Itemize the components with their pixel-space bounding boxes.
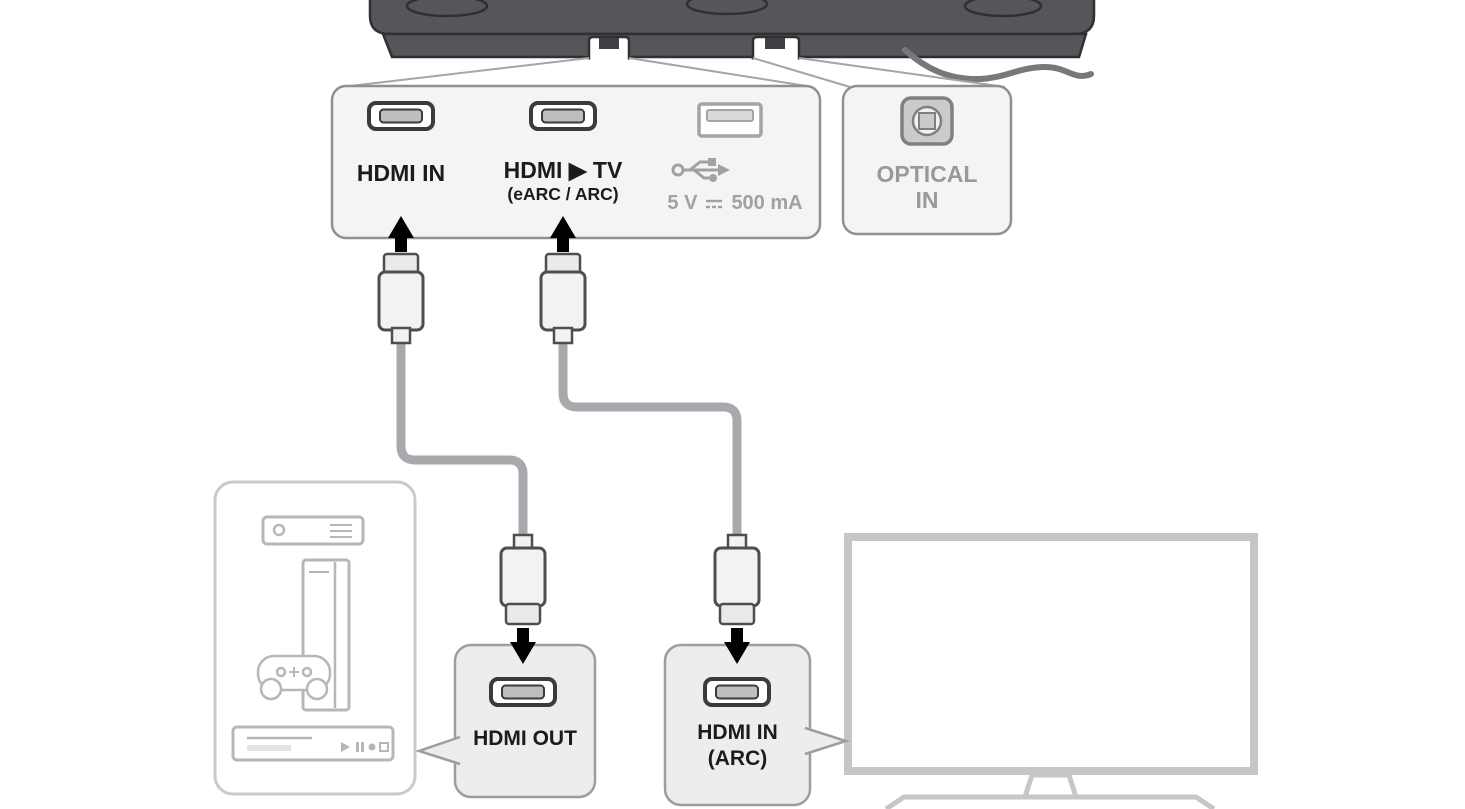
disc-player-icon (231, 725, 395, 762)
usb-port-icon (697, 102, 763, 138)
arrow-down-icon (724, 628, 750, 664)
hdmi-out-label: HDMI OUT (473, 727, 577, 750)
optical-panel (841, 84, 1013, 236)
arrow-up-icon (388, 216, 414, 252)
hdmi-in-arc-port-icon (703, 677, 771, 707)
hdmi-tv-port-label: HDMI ▶ TV (503, 157, 623, 183)
usb-voltage-text: 5 V (667, 192, 698, 214)
hdmi-tv-port-icon (529, 101, 597, 131)
hdmi-in-port-label: HDMI IN (356, 160, 446, 186)
optical-in-label-line2: IN (915, 187, 939, 213)
callout-leader-lines (340, 57, 1006, 88)
game-controller-icon (256, 654, 332, 701)
hdmi-out-port-icon (489, 677, 557, 707)
dc-direct-current-icon (706, 199, 723, 208)
usb-power-label: 5 V 500 mA (640, 192, 830, 215)
power-cord (902, 47, 1094, 83)
hdmi-tv-earc-sublabel: (eARC / ARC) (507, 184, 619, 204)
soundbar-foot-left (405, 0, 489, 18)
soundbar-bottom-view (368, 0, 1096, 60)
soundbar-foot-right (963, 0, 1043, 18)
hdmi-cable-left (396, 336, 528, 540)
hdmi-in-port-icon (367, 101, 435, 131)
soundbar-recess-hdmi-plug (599, 38, 619, 49)
hdmi-cable-right (558, 336, 742, 540)
hdmi-out-box (453, 643, 597, 799)
usb-current-text: 500 mA (731, 192, 803, 214)
hdmi-in-arc-label-line1: HDMI IN (697, 721, 778, 744)
arrow-down-icon (510, 628, 536, 664)
optical-port-icon (900, 96, 954, 146)
optical-in-label-line1: OPTICAL (876, 161, 978, 187)
connection-arrows (388, 216, 750, 664)
tv-stand-base (884, 794, 1216, 809)
tv-stand-neck (1021, 772, 1080, 800)
set-top-box-icon (261, 515, 365, 546)
hdmi-plug-down-left (499, 533, 547, 626)
soundbar-recess-optical-plug (765, 38, 785, 49)
hdmi-plug-down-right (713, 533, 761, 626)
hdmi-out-box-tail (415, 735, 461, 766)
hdmi-plug-up-right (539, 252, 587, 345)
soundbar-foot-center (685, 0, 769, 16)
hdmi-in-arc-label-line2: (ARC) (707, 747, 768, 770)
soundbar-front-skirt (381, 32, 1088, 59)
tv-icon (844, 533, 1258, 809)
arrow-up-icon (550, 216, 576, 252)
hdmi-plug-up-left (377, 252, 425, 345)
usb-trident-icon (671, 158, 730, 182)
hdmi-in-arc-box-tail (804, 726, 851, 756)
